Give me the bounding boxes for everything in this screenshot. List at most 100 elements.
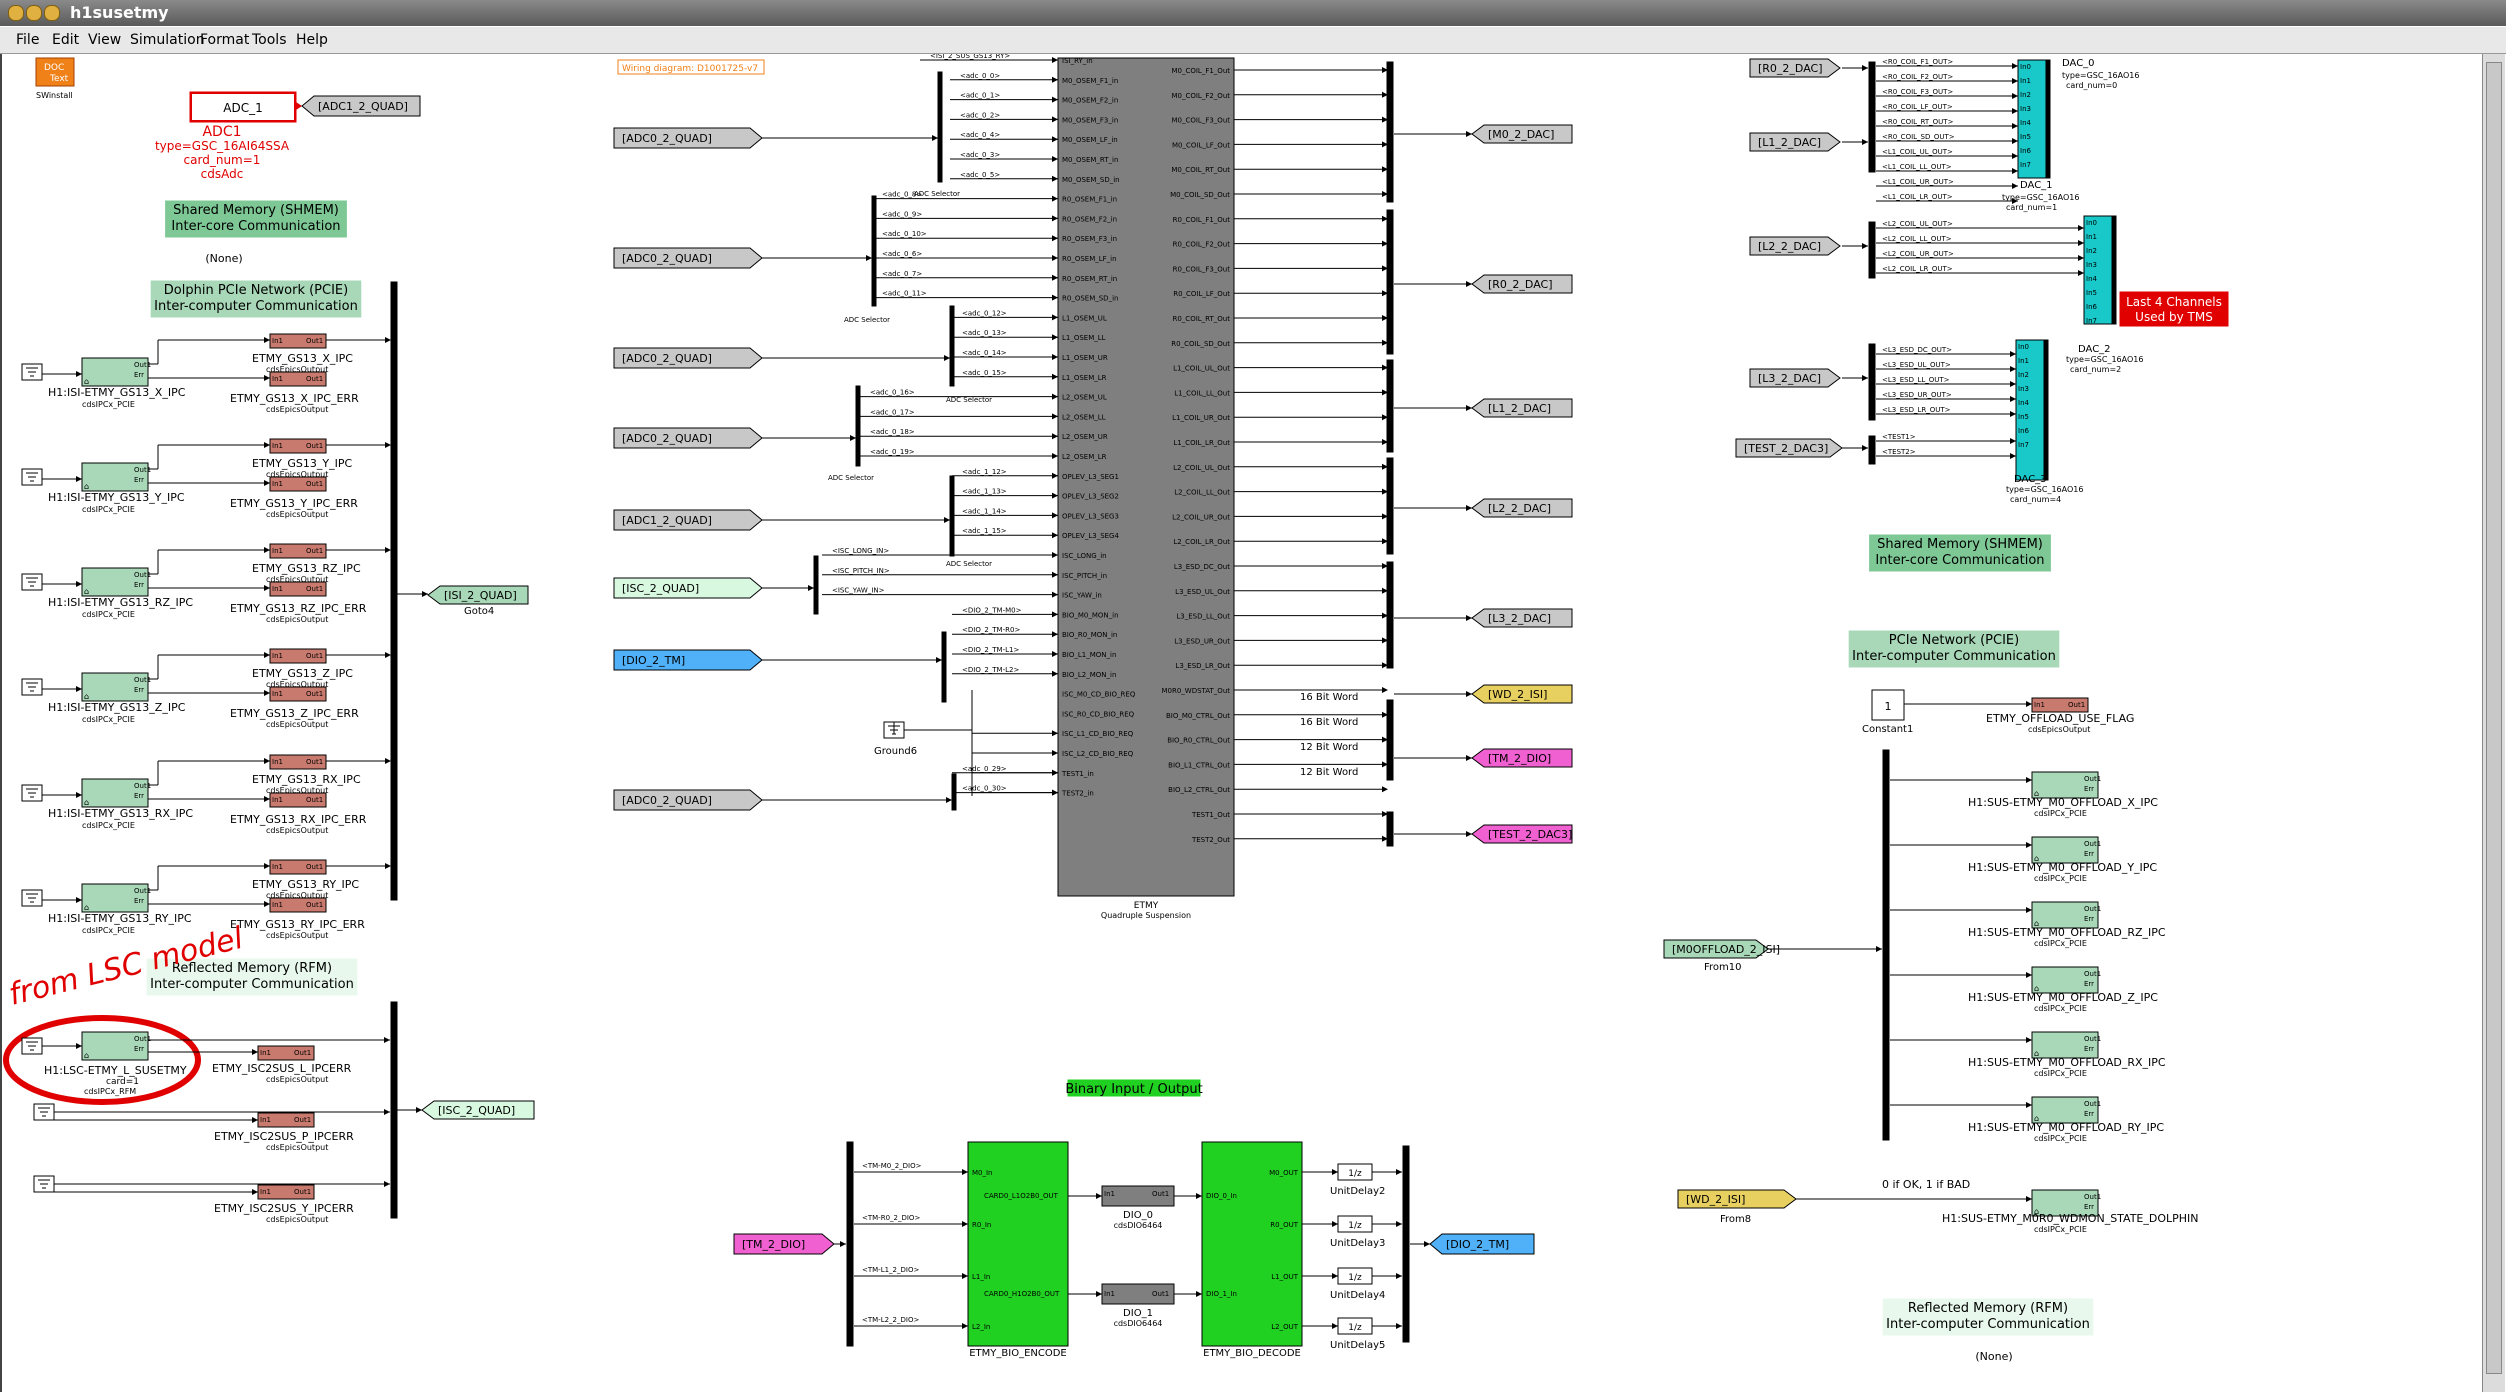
ipc-block-1[interactable] [81, 462, 149, 492]
dac-from-3[interactable] [1749, 368, 1841, 388]
epics-err-4[interactable] [269, 792, 327, 808]
epics-err-2[interactable] [269, 581, 327, 597]
offload-flag-epics[interactable] [2031, 697, 2089, 713]
adc-selector-sel-5[interactable] [813, 555, 819, 615]
goto-right-0[interactable] [1471, 124, 1573, 144]
epics-2[interactable] [269, 543, 327, 559]
offload-ipc-2[interactable] [2031, 901, 2099, 929]
etmy-quad-block[interactable] [1057, 57, 1235, 897]
goto-right-2[interactable] [1471, 398, 1573, 418]
adc-selector-sel-2[interactable] [949, 305, 955, 387]
bio-in-bus[interactable] [846, 1141, 854, 1347]
goto-right-3[interactable] [1471, 498, 1573, 518]
lsc-ipc-block[interactable] [81, 1031, 149, 1061]
goto-right-4[interactable] [1471, 608, 1573, 628]
from-left-7[interactable] [613, 789, 763, 811]
epics-0[interactable] [269, 333, 327, 349]
bio-out-bus[interactable] [1402, 1145, 1410, 1343]
wdmon-ipc[interactable] [2031, 1189, 2099, 1217]
from-left-4[interactable] [613, 509, 763, 531]
epics-err-1[interactable] [269, 476, 327, 492]
dac-in-bus-1[interactable] [1868, 221, 1876, 279]
tm-dio-bus[interactable] [1386, 699, 1394, 781]
constant1-block[interactable] [1871, 689, 1905, 721]
window-close-button[interactable] [8, 5, 24, 21]
from-left-6[interactable] [613, 649, 763, 671]
menu-file[interactable]: File [16, 32, 40, 48]
adc-selector-sel-1[interactable] [871, 195, 877, 307]
epics-1[interactable] [269, 438, 327, 454]
dac-from-0[interactable] [1749, 58, 1841, 78]
dac-bus-1[interactable] [1386, 209, 1394, 355]
adc-selector-sel-4[interactable] [949, 475, 955, 557]
from-left-3[interactable] [613, 427, 763, 449]
dac-from-1[interactable] [1749, 132, 1841, 152]
offload-bus[interactable] [1882, 749, 1890, 1141]
epics-4[interactable] [269, 754, 327, 770]
window-minimize-button[interactable] [26, 5, 42, 21]
lsc-epics-2[interactable] [257, 1184, 315, 1200]
offload-ipc-4[interactable] [2031, 1031, 2099, 1059]
bio-encode-block[interactable] [967, 1141, 1069, 1347]
epics-3[interactable] [269, 648, 327, 664]
offload-ipc-5[interactable] [2031, 1096, 2099, 1124]
dac-in-bus-0[interactable] [1868, 61, 1876, 173]
test-bus[interactable] [1386, 811, 1394, 847]
goto-isc-2-quad[interactable] [421, 1100, 535, 1120]
from-tm-2-dio[interactable] [733, 1233, 835, 1255]
goto-dio-2-tm[interactable] [1429, 1233, 1535, 1255]
from-left-0[interactable] [613, 127, 763, 149]
goto-adc1-2-quad[interactable] [301, 95, 421, 117]
dac-in-bus-3[interactable] [1868, 435, 1876, 465]
lsc-epics-0[interactable] [257, 1045, 315, 1061]
goto-isi-2-quad[interactable] [427, 585, 529, 605]
epics-err-5[interactable] [269, 897, 327, 913]
adc-selector-sel-0[interactable] [937, 71, 943, 183]
offload-ipc-3[interactable] [2031, 966, 2099, 994]
menu-edit[interactable]: Edit [52, 32, 80, 48]
menu-view[interactable]: View [88, 32, 122, 48]
epics-5[interactable] [269, 859, 327, 875]
goto-right-7[interactable] [1471, 824, 1573, 844]
menu-simulation[interactable]: Simulation [130, 32, 205, 48]
adc1-block[interactable] [189, 91, 297, 123]
from-left-5[interactable] [613, 577, 763, 599]
dac-block-2[interactable] [2083, 215, 2113, 325]
menu-tools[interactable]: Tools [252, 32, 287, 48]
dac-from-2[interactable] [1749, 236, 1841, 256]
dac-block-0[interactable] [2017, 59, 2047, 179]
dac-from-4[interactable] [1735, 438, 1843, 458]
ipc-block-2[interactable] [81, 567, 149, 597]
from-wd-2-isi[interactable] [1677, 1189, 1797, 1209]
dac-bus-4[interactable] [1386, 561, 1394, 669]
epics-err-3[interactable] [269, 686, 327, 702]
goto-right-6[interactable] [1471, 748, 1573, 768]
menu-help[interactable]: Help [296, 32, 328, 48]
doc-text-block[interactable] [35, 57, 75, 87]
goto-right-1[interactable] [1471, 274, 1573, 294]
adc-selector-sel-3[interactable] [855, 385, 861, 467]
dac-bus-3[interactable] [1386, 457, 1394, 555]
ipc-block-3[interactable] [81, 672, 149, 702]
bio-decode-block[interactable] [1201, 1141, 1303, 1347]
from-left-1[interactable] [613, 247, 763, 269]
lsc-epics-1[interactable] [257, 1112, 315, 1128]
dac-in-bus-2[interactable] [1868, 343, 1876, 421]
adc-selector-sel-6[interactable] [941, 631, 947, 703]
menu-format[interactable]: Format [200, 32, 250, 48]
offload-ipc-1[interactable] [2031, 836, 2099, 864]
isi-bus[interactable] [390, 281, 398, 901]
ipc-block-0[interactable] [81, 357, 149, 387]
window-maximize-button[interactable] [44, 5, 60, 21]
goto-right-5[interactable] [1471, 684, 1573, 704]
from-m0offload[interactable] [1663, 939, 1769, 959]
epics-err-0[interactable] [269, 371, 327, 387]
adc-selector-sel-7[interactable] [951, 773, 957, 811]
dac-bus-0[interactable] [1386, 61, 1394, 203]
dac-bus-2[interactable] [1386, 359, 1394, 453]
ipc-block-5[interactable] [81, 883, 149, 913]
ipc-block-4[interactable] [81, 778, 149, 808]
isc-bus[interactable] [390, 1001, 398, 1219]
offload-ipc-0[interactable] [2031, 771, 2099, 799]
